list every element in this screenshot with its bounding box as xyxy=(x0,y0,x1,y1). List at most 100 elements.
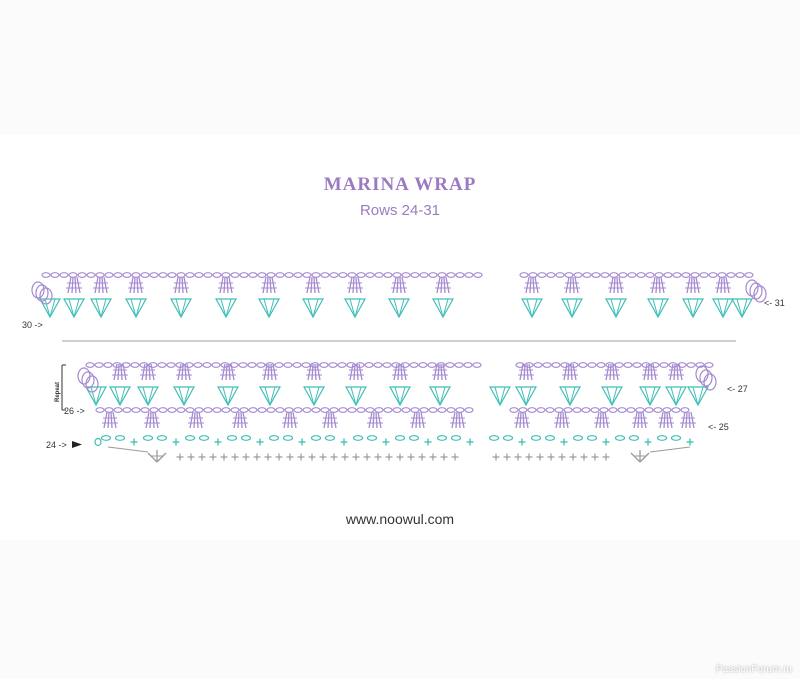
stitch-chain xyxy=(544,435,556,441)
stitch-dc xyxy=(567,363,570,381)
stitch-fan xyxy=(301,298,325,319)
stitch-chain xyxy=(275,272,285,278)
stitch-dc xyxy=(633,411,638,429)
stitch-chain xyxy=(302,407,312,413)
stitch-dc xyxy=(455,411,458,429)
stitch-chain xyxy=(596,362,606,368)
stitch-dc xyxy=(355,276,358,294)
stitch-chain xyxy=(50,272,60,278)
stitch-chain xyxy=(212,407,222,413)
stitch-turning xyxy=(85,375,99,393)
stitch-chain xyxy=(419,272,429,278)
stitch-chain xyxy=(537,272,547,278)
stitch-dc xyxy=(113,363,118,381)
stitch-chain xyxy=(131,272,141,278)
row-label-26: 26 -> xyxy=(64,406,85,416)
stitch-dc xyxy=(129,276,134,294)
stitch-chain xyxy=(530,435,542,441)
stitch-dc xyxy=(613,276,616,294)
stitch-dc xyxy=(242,411,247,429)
stitch-chain xyxy=(599,407,609,413)
stitch-dc xyxy=(402,363,407,381)
stitch-dc xyxy=(716,276,721,294)
stitch-dc xyxy=(327,411,330,429)
stitch-chain xyxy=(265,362,275,368)
stitch-chain xyxy=(614,362,624,368)
stitch-chain xyxy=(735,272,745,278)
stitch-dc xyxy=(392,276,397,294)
stitch-chain xyxy=(320,407,330,413)
stitch-dc xyxy=(396,276,399,294)
stitch-fan xyxy=(431,298,455,319)
stitch-fan xyxy=(686,386,710,407)
stitch-chain xyxy=(533,362,543,368)
stitch-chain xyxy=(293,407,303,413)
stitch-chain xyxy=(337,362,347,368)
stitch-dc xyxy=(681,411,686,429)
stitch-dc xyxy=(599,411,602,429)
stitch-dc xyxy=(150,363,155,381)
stitch-chain xyxy=(672,272,682,278)
repeat-label: Repeat xyxy=(55,382,61,402)
stitch-fan xyxy=(558,386,582,407)
stitch-chain xyxy=(301,362,311,368)
stitch-dc xyxy=(110,411,113,429)
stitch-chain xyxy=(184,435,196,441)
stitch-dc xyxy=(269,276,272,294)
stitch-chain xyxy=(113,407,123,413)
stitch-chain xyxy=(365,407,375,413)
stitch-chain xyxy=(671,407,681,413)
stitch-dc xyxy=(524,411,529,429)
stitch-chain xyxy=(419,407,429,413)
stitch-dc xyxy=(693,276,696,294)
stitch-chain xyxy=(257,272,267,278)
stitch-dc xyxy=(397,363,400,381)
stitch-chain xyxy=(591,272,601,278)
stitch-dc xyxy=(666,411,669,429)
stitch-dc xyxy=(642,411,647,429)
stitch-chain xyxy=(437,272,447,278)
stitch-slip xyxy=(94,437,102,447)
connector-line xyxy=(649,446,691,453)
stitch-chain xyxy=(211,362,221,368)
stitch-chain xyxy=(600,272,610,278)
stitch-dc xyxy=(673,363,676,381)
stitch-chain xyxy=(463,362,473,368)
stitch-dc xyxy=(401,276,406,294)
stitch-chain xyxy=(551,362,561,368)
stitch-chain xyxy=(670,435,682,441)
stitch-chain xyxy=(681,272,691,278)
stitch-chain xyxy=(394,435,406,441)
stitch-chain xyxy=(635,407,645,413)
stitch-dc xyxy=(292,411,297,429)
stitch-dc xyxy=(564,411,569,429)
stitch-chain xyxy=(193,362,203,368)
stitch-chain xyxy=(680,407,690,413)
stitch-dc xyxy=(357,276,362,294)
stitch-chain xyxy=(122,272,132,278)
stitch-chain xyxy=(226,435,238,441)
stitch-dc xyxy=(640,411,643,429)
stitch-dc xyxy=(569,276,572,294)
stitch-chain xyxy=(184,362,194,368)
stitch-dc xyxy=(688,411,691,429)
stitch-turning xyxy=(703,373,717,391)
stitch-chain xyxy=(428,272,438,278)
stitch-dc xyxy=(330,411,333,429)
stitch-chain xyxy=(410,272,420,278)
stitch-chain xyxy=(614,435,626,441)
stitch-chain xyxy=(275,407,285,413)
stitch-chain xyxy=(518,407,528,413)
stitch-fan xyxy=(681,298,705,319)
stitch-chain xyxy=(104,407,114,413)
stitch-dc xyxy=(74,276,77,294)
stitch-dc xyxy=(420,411,425,429)
stitch-fan xyxy=(84,386,108,407)
stitch-chain xyxy=(185,272,195,278)
stitch-turning xyxy=(695,365,709,383)
stitch-chain xyxy=(85,362,95,368)
stitch-chain xyxy=(644,407,654,413)
stitch-dc xyxy=(219,276,224,294)
stitch-dc xyxy=(519,411,522,429)
stitch-dc xyxy=(107,411,110,429)
